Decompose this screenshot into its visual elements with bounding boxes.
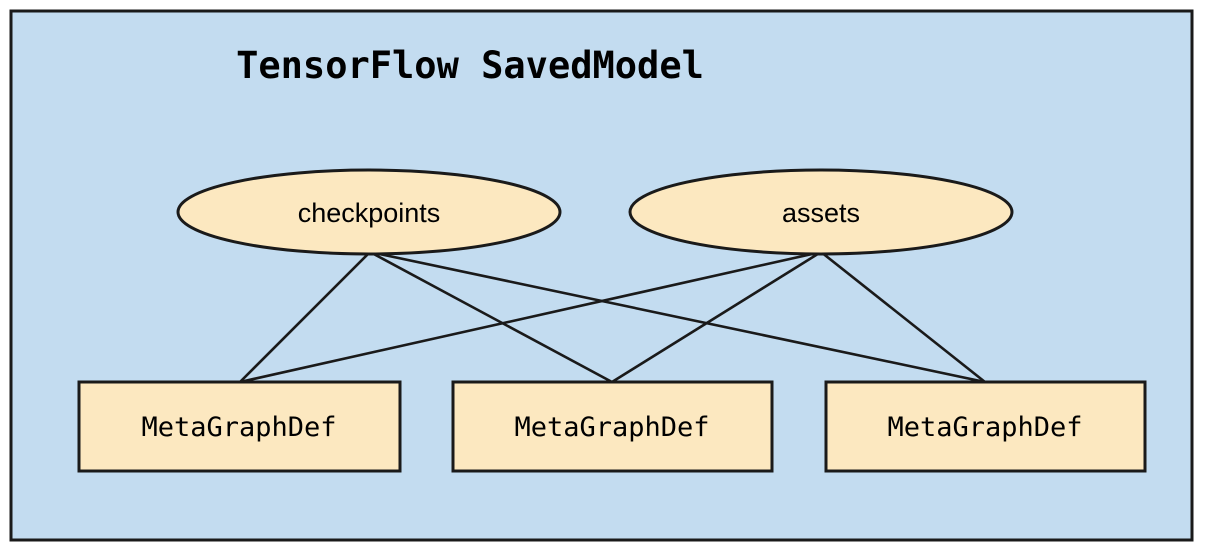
metagraphdef-2-label: MetaGraphDef <box>514 412 709 443</box>
edge-assets-to-metagraphdef-2 <box>611 250 822 384</box>
metagraphdef-2-rect[interactable] <box>451 380 774 473</box>
edge-checkpoints-to-metagraphdef-3 <box>369 250 986 384</box>
edge-checkpoints-to-metagraphdef-2 <box>369 250 613 384</box>
metagraphdef-1-rect[interactable] <box>77 380 402 473</box>
node-metagraphdef-1[interactable]: MetaGraphDef <box>77 380 402 473</box>
edges-group <box>239 250 986 384</box>
metagraphdef-1-label: MetaGraphDef <box>141 412 336 443</box>
node-assets[interactable]: assets <box>628 168 1014 256</box>
assets-ellipse[interactable] <box>628 168 1014 256</box>
node-checkpoints[interactable]: checkpoints <box>176 168 562 256</box>
assets-label: assets <box>782 198 860 228</box>
node-metagraphdef-3[interactable]: MetaGraphDef <box>824 380 1147 473</box>
metagraphdef-3-rect[interactable] <box>824 380 1147 473</box>
page-title: TensorFlow SavedModel <box>236 44 704 87</box>
node-metagraphdef-2[interactable]: MetaGraphDef <box>451 380 774 473</box>
metagraphdef-3-label: MetaGraphDef <box>887 412 1082 443</box>
edge-checkpoints-to-metagraphdef-1 <box>239 251 371 383</box>
checkpoints-label: checkpoints <box>298 198 441 228</box>
checkpoints-ellipse[interactable] <box>176 168 562 256</box>
edge-assets-to-metagraphdef-3 <box>820 250 986 384</box>
edge-assets-to-metagraphdef-1 <box>239 250 822 384</box>
